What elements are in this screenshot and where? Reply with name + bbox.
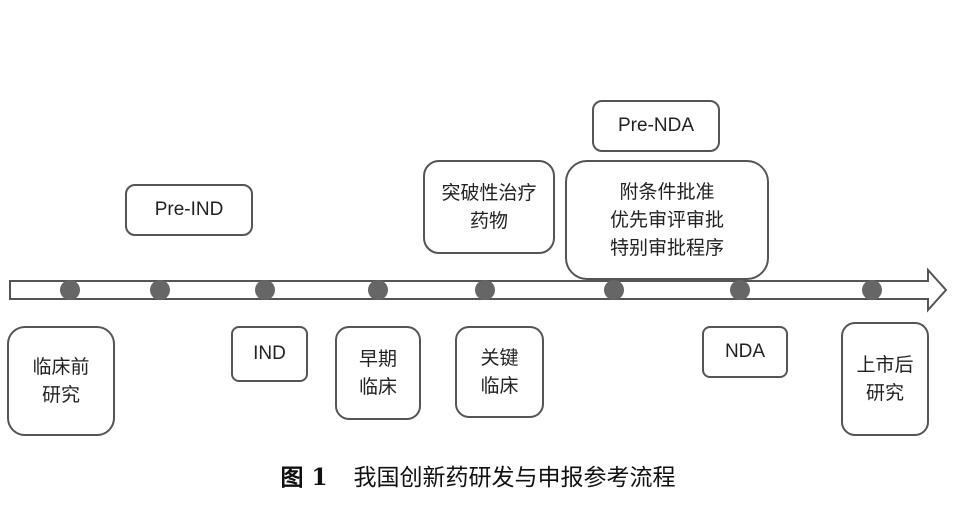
nda-label: NDA <box>724 341 766 362</box>
expedited-line-1: 附条件批准 <box>619 181 715 203</box>
early-clinical-line-2: 临床 <box>358 376 397 398</box>
pivotal-clinical-line-1: 关键 <box>480 347 519 369</box>
ind-box: IND <box>231 326 308 382</box>
breakthrough-line-1: 突破性治疗 <box>441 182 537 204</box>
early-clinical-box: 早期 临床 <box>335 326 421 420</box>
breakthrough-line-2: 药物 <box>469 210 508 232</box>
figure-label: 图 1 <box>280 464 328 491</box>
breakthrough-therapy-box: 突破性治疗 药物 <box>423 160 555 254</box>
figure-title: 我国创新药研发与申报参考流程 <box>353 465 676 491</box>
preclinical-line-1: 临床前 <box>32 356 90 378</box>
early-clinical-line-1: 早期 <box>358 348 397 370</box>
expedited-line-2: 优先审评审批 <box>609 209 724 231</box>
nda-box: NDA <box>702 326 788 378</box>
timeline-dot-post-market <box>862 280 882 300</box>
pre-ind-box: Pre-IND <box>125 184 253 236</box>
timeline-dot-preclinical <box>60 280 80 300</box>
timeline-dot-ind <box>255 280 275 300</box>
pivotal-clinical-box: 关键 临床 <box>455 326 544 418</box>
post-market-box: 上市后 研究 <box>841 322 929 436</box>
pivotal-clinical-line-2: 临床 <box>480 375 519 397</box>
expedited-pathways-box: 附条件批准 优先审评审批 特别审批程序 <box>565 160 769 280</box>
timeline-dot-early-clinical <box>368 280 388 300</box>
timeline-dot-pre-ind <box>150 280 170 300</box>
ind-label: IND <box>253 343 286 364</box>
figure-caption: 图 1 我国创新药研发与申报参考流程 <box>0 458 956 492</box>
post-market-line-2: 研究 <box>865 382 904 404</box>
pre-nda-box: Pre-NDA <box>592 100 720 152</box>
pre-ind-label: Pre-IND <box>154 199 224 220</box>
preclinical-box: 临床前 研究 <box>7 326 115 436</box>
pre-nda-label: Pre-NDA <box>617 115 694 136</box>
preclinical-line-2: 研究 <box>41 384 80 406</box>
timeline-dot-pre-nda <box>604 280 624 300</box>
timeline-dot-pivotal-clinical <box>475 280 495 300</box>
timeline-dot-nda <box>730 280 750 300</box>
expedited-line-3: 特别审批程序 <box>609 237 724 259</box>
post-market-line-1: 上市后 <box>856 354 914 376</box>
